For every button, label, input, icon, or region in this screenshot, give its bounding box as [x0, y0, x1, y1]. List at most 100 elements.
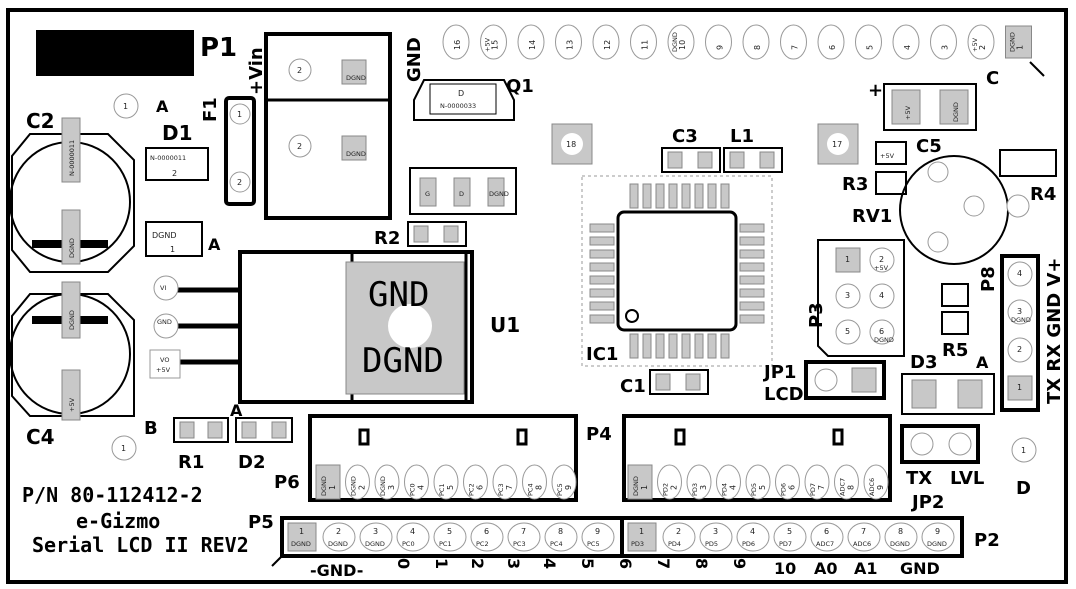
dgnd-pad-a [145, 221, 203, 257]
terminal-pads: 2 DGND 2 DGND [288, 58, 367, 161]
p3-pin [869, 319, 895, 345]
p2-pin [847, 522, 881, 552]
p8-pin [1007, 337, 1033, 363]
top-header-pin-number: 15 [491, 40, 500, 50]
d2-body [235, 417, 293, 443]
top-header-pin [442, 24, 470, 60]
p2-pin-label: DGND [927, 540, 947, 548]
p6-pin-number: 3 [387, 485, 396, 490]
p4-pin [657, 464, 682, 500]
p3-pin-number: 2 [879, 255, 884, 264]
p3-pin-number: 5 [845, 327, 850, 336]
p2-pin-number: 5 [787, 527, 792, 536]
bottom-pin-label: 0 [394, 558, 413, 569]
p4-pin [775, 464, 800, 500]
p4-pin-label: ADC6 [868, 478, 876, 496]
p5-pin-number: 7 [521, 527, 526, 536]
p5-pin-number: 2 [336, 527, 341, 536]
top-header-pin [555, 24, 582, 60]
d1-body [145, 147, 209, 181]
p5-pin [359, 522, 393, 552]
p6-pin [492, 464, 518, 500]
top-header-pin-number: 2 [978, 45, 987, 50]
p2-pin-label: DGND [890, 540, 910, 548]
p2-pin [699, 522, 733, 552]
p5-pin-number: 1 [299, 527, 304, 536]
p5-pin-label: DGND [365, 540, 385, 548]
p2-pin [921, 522, 955, 552]
p4-pin-number: 2 [670, 485, 679, 490]
svg-text:2: 2 [237, 178, 242, 187]
p5-pin-label: PC4 [550, 540, 563, 548]
bottom-pin-label: 7 [654, 558, 673, 569]
top-header-pin [480, 24, 507, 60]
top-header-pin-label: +5V [971, 37, 979, 52]
c-top-mark [1029, 61, 1045, 77]
svg-text:D: D [459, 190, 464, 198]
p5-pin-number: 4 [410, 527, 415, 536]
p6-pin-number: 9 [564, 485, 573, 490]
p4-pin-number: 1 [640, 485, 649, 490]
a-label-3: A [230, 401, 243, 420]
p5-pin-label: DGND [328, 540, 348, 548]
board-outline [6, 8, 1068, 584]
p4-pin-number: 5 [758, 485, 767, 490]
p5-pin [507, 522, 541, 552]
p6-pin-number: 2 [358, 485, 367, 490]
p5-pin [396, 522, 430, 552]
p4-pin-number: 8 [847, 485, 856, 490]
r2-label: R2 [374, 228, 400, 249]
p6-pin [551, 464, 577, 500]
p4-pin-label: PD6 [780, 483, 788, 496]
b-label: B [144, 418, 158, 439]
p4-pin-label: ADC7 [839, 478, 847, 496]
top-header-pin-number: 10 [678, 40, 687, 50]
p8-label: P8 [978, 266, 999, 292]
p6-pin-number: 4 [417, 485, 426, 490]
p5-pin [322, 522, 356, 552]
p4-outline [622, 414, 892, 502]
svg-text:DGND: DGND [346, 74, 366, 82]
svg-text:DGND: DGND [152, 231, 177, 240]
p5-pin-label: PC1 [439, 540, 452, 548]
p4-pin-label: PD3 [691, 483, 699, 496]
p5-pin-number: 8 [558, 527, 563, 536]
gnd-top-label: GND [404, 37, 425, 82]
p6-pin [522, 464, 547, 500]
r4-label: R4 [1030, 184, 1056, 205]
p6-pin [315, 464, 341, 500]
svg-text:DGND: DGND [68, 310, 76, 330]
r5-label: R5 [942, 340, 968, 361]
tx-label: TX [906, 468, 932, 489]
bottom-pin-label: 3 [504, 558, 523, 569]
p2-pin [736, 522, 770, 552]
top-header-pin-number: 11 [641, 40, 650, 50]
u1-leads: VI GND VO +5V [149, 275, 240, 379]
p3-pin [835, 283, 861, 309]
p4-pin-number: 4 [729, 485, 738, 490]
p5-pin-label: DGND [291, 540, 311, 548]
bottom-pin-label: 4 [540, 558, 559, 569]
p2-pin [662, 522, 696, 552]
top-header-pin [705, 24, 732, 60]
bottom-pin-label: 10 [774, 559, 796, 578]
p5-pin [287, 522, 317, 552]
p3-pin [869, 247, 895, 273]
svg-text:+5V: +5V [904, 105, 912, 120]
svg-text:2: 2 [297, 66, 302, 75]
r3-label: R3 [842, 174, 868, 195]
q1-outline [413, 79, 515, 121]
p6-outline [308, 414, 578, 502]
top-header-pin-number: 14 [528, 40, 537, 50]
p4-pin-label: PD7 [809, 483, 817, 496]
d3-label: D3 [910, 352, 937, 373]
top-header-pin-number: 5 [866, 45, 875, 50]
top-header-pin-number: 16 [453, 40, 462, 50]
p4-pin [627, 464, 653, 500]
p8-pin-number: 4 [1017, 269, 1022, 278]
bottom-pin-label: 8 [692, 558, 711, 569]
p4-pin-number: 7 [817, 485, 826, 490]
p2-pin-label: PD4 [668, 540, 681, 548]
